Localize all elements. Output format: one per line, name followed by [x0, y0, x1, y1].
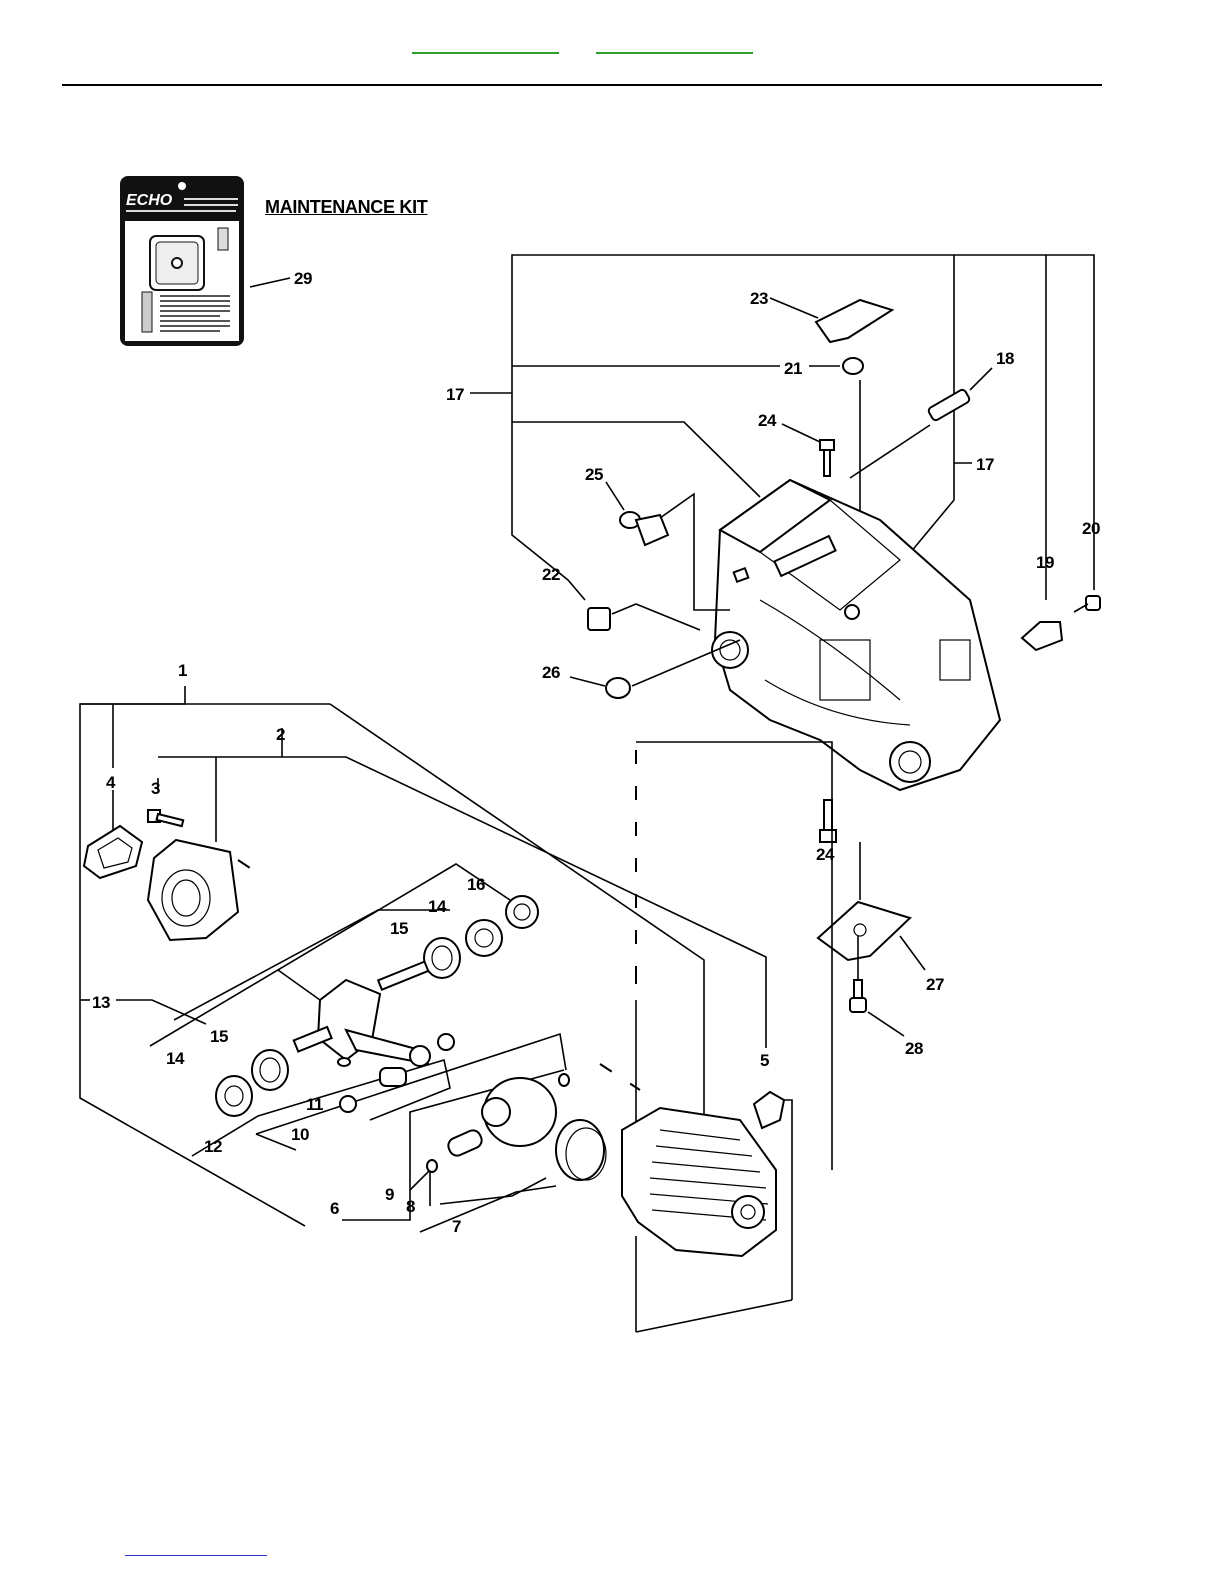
callout-15-lower: 15: [210, 1027, 228, 1046]
crankcase[interactable]: [712, 480, 1000, 790]
callout-28: 28: [905, 1039, 923, 1058]
callout-3: 3: [151, 779, 160, 798]
callout-10: 10: [291, 1125, 309, 1144]
callout-14-upper: 14: [428, 897, 447, 916]
screw-20[interactable]: [1074, 596, 1100, 612]
crankshaft[interactable]: [294, 962, 430, 1066]
fitting-18[interactable]: [850, 368, 992, 478]
callout-12: 12: [204, 1137, 222, 1156]
bearing-15-lower[interactable]: [252, 1050, 288, 1090]
callout-8: 8: [406, 1197, 415, 1216]
cushion-23[interactable]: [770, 298, 892, 342]
callout-13: 13: [92, 993, 110, 1012]
piston-pin-8[interactable]: [446, 1128, 484, 1158]
gasket-4[interactable]: [84, 826, 142, 878]
bolt-24-lower[interactable]: [820, 800, 836, 842]
callout-6: 6: [330, 1199, 339, 1218]
oil-seal-14-upper[interactable]: [466, 920, 502, 956]
callout-21: 21: [784, 359, 802, 378]
piston-7[interactable]: [482, 1078, 556, 1146]
callout-24-upper: 24: [758, 411, 777, 430]
callout-17-left: 17: [446, 385, 464, 404]
callout-17-right: 17: [976, 455, 994, 474]
leader-29: [250, 278, 290, 287]
crankcase-half-2[interactable]: [148, 840, 238, 940]
footer-link[interactable]: [125, 1555, 267, 1556]
oil-seal-14-lower[interactable]: [216, 1076, 252, 1116]
callout-2: 2: [276, 725, 285, 744]
callout-27: 27: [926, 975, 944, 994]
callout-20: 20: [1082, 519, 1100, 538]
callout-19: 19: [1036, 553, 1054, 572]
callout-9: 9: [385, 1185, 394, 1204]
callout-11: 11: [306, 1095, 323, 1114]
screw-28[interactable]: [850, 980, 904, 1036]
callout-25: 25: [585, 465, 603, 484]
callout-4: 4: [106, 773, 116, 792]
callout-7: 7: [452, 1217, 461, 1236]
callout-22: 22: [542, 565, 560, 584]
alignment-dash-4: [238, 860, 268, 880]
callout-29: 29: [294, 269, 312, 288]
alignment-dash-3: [600, 1064, 640, 1090]
piston-rings[interactable]: [556, 1120, 606, 1180]
callout-23: 23: [750, 289, 768, 308]
bearing-15-upper[interactable]: [424, 938, 460, 978]
bolt-3[interactable]: [148, 810, 183, 826]
callout-24-lower: 24: [816, 845, 835, 864]
callout-5: 5: [760, 1051, 769, 1070]
bracket-19[interactable]: [1022, 622, 1062, 650]
callout-15-upper: 15: [390, 919, 408, 938]
bolt-24-upper[interactable]: [782, 424, 834, 476]
cushion-27[interactable]: [818, 902, 925, 970]
kit-brand-logo: ECHO: [126, 192, 173, 209]
callout-16: 16: [467, 875, 485, 894]
gasket-5[interactable]: [754, 1092, 784, 1128]
callout-18: 18: [996, 349, 1014, 368]
cylinder[interactable]: [622, 1108, 776, 1256]
callout-14-lower: 14: [166, 1049, 185, 1068]
plug-21[interactable]: [843, 358, 863, 374]
spring-16[interactable]: [506, 896, 538, 928]
clip-25[interactable]: [606, 482, 730, 610]
pad-22[interactable]: [588, 604, 700, 630]
callout-1: 1: [178, 661, 187, 680]
maintenance-kit-package[interactable]: ECHO: [120, 176, 244, 346]
callout-26: 26: [542, 663, 560, 682]
